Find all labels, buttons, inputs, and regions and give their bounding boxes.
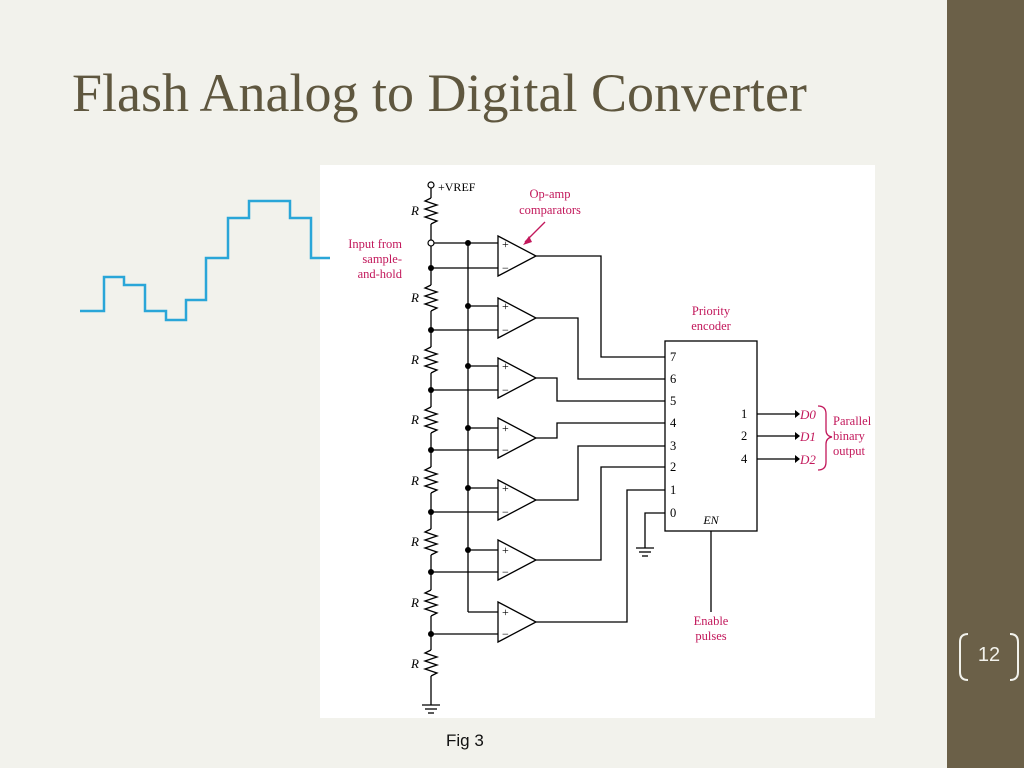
svg-text:4: 4 xyxy=(670,416,677,430)
flash-adc-circuit: + − + − + − + − + − + − + − R R R R R R … xyxy=(348,180,872,714)
svg-text:+: + xyxy=(502,299,509,313)
svg-text:R: R xyxy=(410,412,419,427)
page-number: 12 xyxy=(977,644,1001,666)
svg-text:+: + xyxy=(502,359,509,373)
svg-text:−: − xyxy=(502,627,509,641)
svg-text:EN: EN xyxy=(702,513,719,527)
svg-text:7: 7 xyxy=(670,350,676,364)
svg-text:6: 6 xyxy=(670,372,676,386)
svg-text:Op-amp: Op-amp xyxy=(530,187,571,201)
svg-text:and-hold: and-hold xyxy=(358,267,403,281)
svg-text:pulses: pulses xyxy=(695,629,726,643)
svg-text:R: R xyxy=(410,595,419,610)
svg-text:−: − xyxy=(502,383,509,397)
svg-text:Priority: Priority xyxy=(692,304,731,318)
staircase-input-waveform xyxy=(80,199,330,322)
svg-text:R: R xyxy=(410,534,419,549)
svg-text:−: − xyxy=(502,565,509,579)
svg-text:Enable: Enable xyxy=(694,614,729,628)
svg-text:+: + xyxy=(502,421,509,435)
svg-text:−: − xyxy=(502,261,509,275)
svg-text:Parallel: Parallel xyxy=(833,414,872,428)
svg-text:R: R xyxy=(410,473,419,488)
svg-text:+: + xyxy=(502,605,509,619)
svg-text:2: 2 xyxy=(670,460,676,474)
svg-text:1: 1 xyxy=(741,407,747,421)
svg-text:5: 5 xyxy=(670,394,676,408)
svg-text:1: 1 xyxy=(670,483,676,497)
svg-text:4: 4 xyxy=(741,452,748,466)
svg-text:−: − xyxy=(502,505,509,519)
page-number-badge xyxy=(959,633,1019,681)
svg-text:2: 2 xyxy=(741,429,747,443)
svg-text:R: R xyxy=(410,203,419,218)
svg-text:D2: D2 xyxy=(799,452,816,467)
svg-text:−: − xyxy=(502,443,509,457)
svg-text:comparators: comparators xyxy=(519,203,581,217)
svg-text:binary: binary xyxy=(833,429,866,443)
svg-text:R: R xyxy=(410,656,419,671)
vref-label: +VREF xyxy=(438,180,476,194)
figure-panel xyxy=(320,165,875,718)
svg-text:+: + xyxy=(502,237,509,251)
svg-text:−: − xyxy=(502,323,509,337)
svg-text:3: 3 xyxy=(670,439,676,453)
svg-text:+: + xyxy=(502,481,509,495)
svg-text:Input from: Input from xyxy=(348,237,402,251)
svg-text:sample-: sample- xyxy=(362,252,402,266)
svg-text:encoder: encoder xyxy=(691,319,731,333)
svg-text:+: + xyxy=(502,543,509,557)
figure-caption: Fig 3 xyxy=(446,731,484,750)
svg-text:R: R xyxy=(410,290,419,305)
svg-text:0: 0 xyxy=(670,506,676,520)
svg-text:D1: D1 xyxy=(799,429,816,444)
svg-text:output: output xyxy=(833,444,865,458)
svg-text:D0: D0 xyxy=(799,407,816,422)
svg-text:R: R xyxy=(410,352,419,367)
slide-title: Flash Analog to Digital Converter xyxy=(72,63,807,123)
